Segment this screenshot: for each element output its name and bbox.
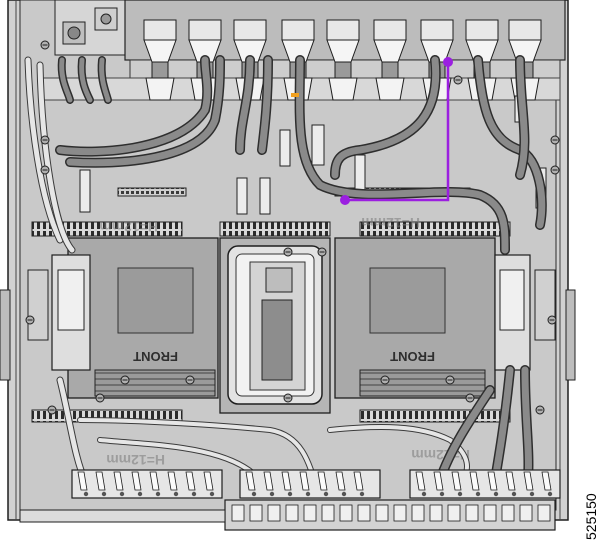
rail-slot [231, 504, 245, 522]
screw-icon [445, 375, 455, 385]
front-port [523, 471, 535, 497]
route-start-marker [443, 57, 453, 67]
front-port [451, 471, 463, 497]
highlighted-cable-route [291, 57, 453, 205]
front-port [281, 471, 293, 497]
cables [24, 55, 547, 498]
screw-icon [283, 393, 293, 403]
screw-icon [283, 247, 293, 257]
front-port [433, 471, 445, 497]
figure-id: 525150 [583, 493, 599, 540]
screw-icon [40, 165, 50, 175]
screw-icon [465, 393, 475, 403]
rail-slot [321, 504, 335, 522]
screw-icon [547, 315, 557, 325]
cpu-heatsink-left: FRONT [67, 237, 219, 399]
front-port [131, 471, 143, 497]
front-port [487, 471, 499, 497]
front-port [299, 471, 311, 497]
rail-slot [285, 504, 299, 522]
screw-icon [550, 135, 560, 145]
rail-slot [519, 504, 533, 522]
screw-icon [185, 375, 195, 385]
center-module [219, 237, 331, 414]
cpu-heatsink-right: FRONT [334, 237, 496, 399]
screw-icon [40, 135, 50, 145]
top-cable-connectors [143, 19, 542, 101]
front-port [149, 471, 161, 497]
front-port [95, 471, 107, 497]
screw-icon [453, 75, 463, 85]
cable-connector-icon [326, 19, 360, 101]
front-ports [77, 471, 553, 522]
screw-icon [47, 405, 57, 415]
rail-slot [429, 504, 443, 522]
screw-icon [95, 393, 105, 403]
front-port [505, 471, 517, 497]
cable-connector-icon [373, 19, 407, 101]
height-label-2: H=12mm [361, 215, 420, 231]
screw-icon [535, 405, 545, 415]
rail-slot [411, 504, 425, 522]
front-port [335, 471, 347, 497]
screw-icon [120, 375, 130, 385]
screws [25, 40, 560, 415]
height-label-3: H=12mm [106, 452, 165, 468]
front-label-right: FRONT [390, 349, 435, 364]
screw-icon [317, 247, 327, 257]
screw-icon [550, 165, 560, 175]
front-port [245, 471, 257, 497]
rail-slot [303, 504, 317, 522]
rail-slot [465, 504, 479, 522]
cable-connector-icon [465, 19, 499, 101]
height-label-1: H=12mm [99, 219, 158, 235]
rail-slot [501, 504, 515, 522]
screw-icon [40, 40, 50, 50]
orange-tag [291, 93, 299, 97]
rail-slot [249, 504, 263, 522]
rail-slot [393, 504, 407, 522]
front-port [541, 471, 553, 497]
rail-slot [357, 504, 371, 522]
front-port [317, 471, 329, 497]
front-port [469, 471, 481, 497]
screw-icon [25, 315, 35, 325]
front-port [415, 471, 427, 497]
height-labels: H=12mm H=12mm H=12mm H=12mm [99, 215, 470, 468]
front-port [353, 471, 365, 497]
side-rails [27, 254, 556, 371]
screw-icon [380, 375, 390, 385]
front-port [203, 471, 215, 497]
rail-slot [339, 504, 353, 522]
route-end-marker [340, 195, 350, 205]
front-port [167, 471, 179, 497]
front-port [263, 471, 275, 497]
cable-connector-icon [143, 19, 177, 101]
front-port [185, 471, 197, 497]
rail-slot [267, 504, 281, 522]
rail-slot [483, 504, 497, 522]
rail-slot [375, 504, 389, 522]
front-port [113, 471, 125, 497]
power-connector-block [54, 0, 126, 56]
front-label-left: FRONT [133, 349, 178, 364]
front-port [77, 471, 89, 497]
rail-slot [537, 504, 551, 522]
rail-slot [447, 504, 461, 522]
